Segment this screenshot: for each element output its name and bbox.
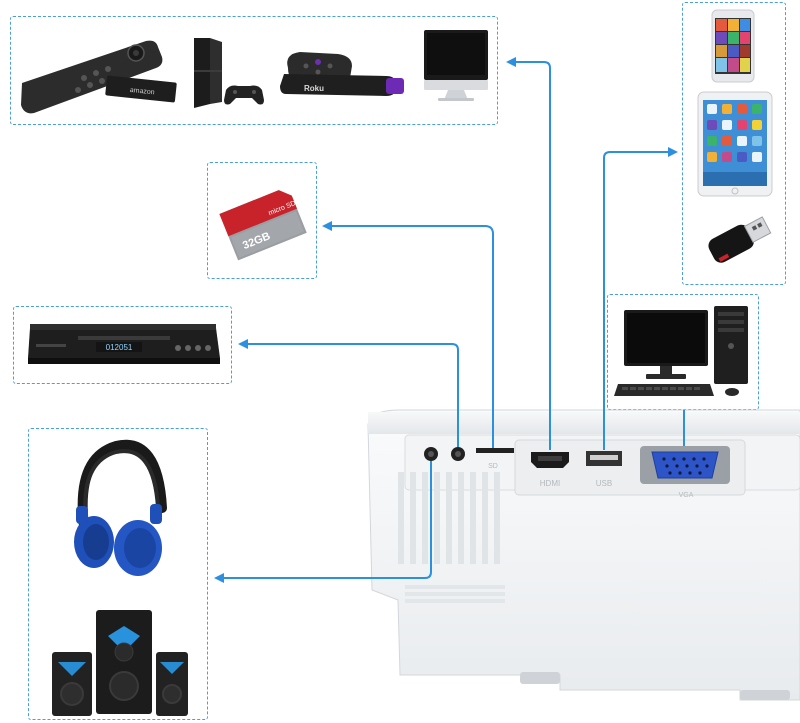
roku-stick-icon: Roku (280, 52, 404, 96)
usb-port-label: USB (596, 479, 612, 488)
hdmi-port-label: HDMI (540, 479, 560, 488)
hdmi-arrow (506, 57, 551, 450)
iphone-icon (711, 9, 755, 83)
ps4-console-icon (194, 38, 264, 108)
sd-port-label: SD (488, 463, 498, 470)
streaming-devices-box (10, 16, 498, 125)
fire-stick-brand: amazon (129, 87, 155, 97)
dvd-arrow (238, 339, 459, 447)
audio-arrow (214, 461, 432, 583)
ipad-icon (697, 91, 773, 197)
roku-brand: Roku (304, 84, 324, 93)
dvd-player-icon: 012051 (28, 324, 220, 364)
speakers-icon (52, 610, 188, 716)
audio-box (28, 428, 208, 720)
headphones-icon (74, 439, 167, 576)
desktop-computer-icon (614, 306, 748, 396)
vga-port-label: VGA (679, 492, 694, 499)
microsd-card-icon: 32GB micro SD HC (219, 190, 308, 261)
fire-tv-remote-icon: amazon (21, 40, 177, 114)
mobile-devices-box (682, 2, 786, 285)
dvd-display: 012051 (106, 343, 133, 352)
usb-flash-drive-icon (708, 216, 772, 263)
sd-arrow (322, 221, 494, 448)
sd-card-box (207, 162, 317, 279)
imac-icon (424, 30, 488, 101)
dvd-box (13, 306, 232, 384)
usb-arrow (603, 147, 678, 450)
